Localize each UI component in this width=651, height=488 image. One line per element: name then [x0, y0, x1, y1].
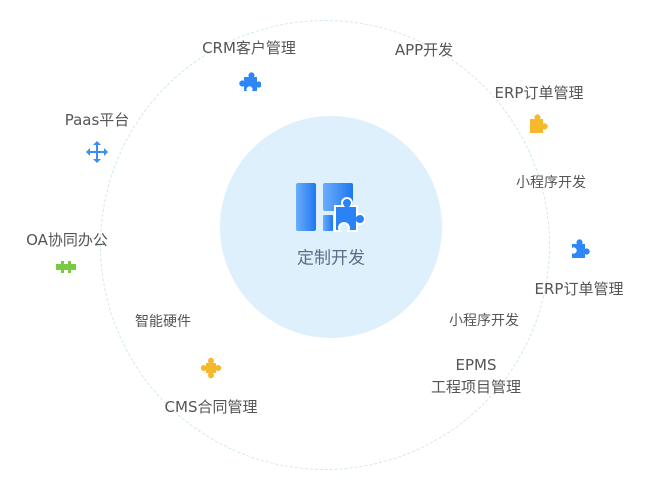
center-title: 定制开发 — [297, 248, 365, 269]
item-paas-label: Paas平台 — [64, 111, 130, 129]
item-oa-label: OA协同办公 — [26, 231, 108, 249]
puzzle-icon — [239, 72, 261, 91]
puzzle-icon — [572, 239, 590, 258]
puzzle-blocks-icon — [296, 183, 365, 232]
item-epms-label: EPMS 工程项目管理 — [431, 354, 521, 398]
item-cms-label: CMS合同管理 — [164, 398, 258, 416]
puzzle-icon — [530, 114, 548, 133]
move-arrows-icon — [86, 141, 108, 163]
outer-orbit-ring — [100, 20, 550, 470]
item-crm-label: CRM客户管理 — [202, 39, 296, 57]
item-miniprogram-label: 小程序开发 — [516, 175, 586, 191]
item-miniprogram-label: 小程序开发 — [449, 313, 519, 329]
epms-line1: EPMS — [455, 356, 497, 374]
epms-line2: 工程项目管理 — [430, 378, 522, 396]
puzzle-icon — [56, 261, 76, 273]
item-erp-label: ERP订单管理 — [494, 84, 584, 102]
item-erp-label: ERP订单管理 — [534, 280, 624, 298]
item-app-label: APP开发 — [394, 41, 454, 59]
item-hardware-label: 智能硬件 — [135, 314, 191, 330]
puzzle-icon — [200, 357, 222, 379]
